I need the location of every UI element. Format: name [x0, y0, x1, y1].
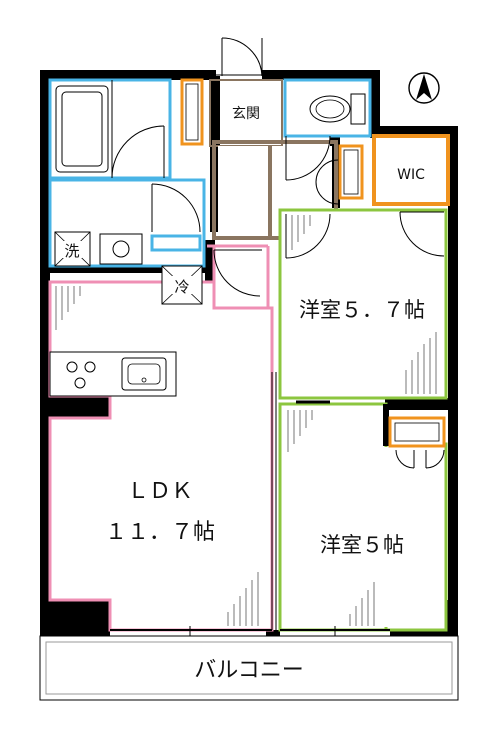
- window-hatch-b: [287, 410, 375, 626]
- toilet: [283, 78, 372, 181]
- balcony: バルコニー: [39, 635, 459, 701]
- front-door: [216, 37, 263, 77]
- ldk-size-label: １１．７帖: [105, 520, 215, 545]
- balcony-label: バルコニー: [194, 658, 304, 683]
- washroom: 洗: [48, 178, 206, 268]
- window-hatch-c: [55, 286, 259, 626]
- hall-storage: [315, 144, 364, 205]
- bedroom-5: 洋室５帖: [278, 400, 448, 632]
- shoe-storage: [180, 78, 204, 146]
- wic-label: WIC: [397, 167, 425, 183]
- bathroom: [48, 78, 172, 180]
- walk-in-closet: WIC: [372, 134, 450, 206]
- bedroom-5-7-label: 洋室５．７帖: [299, 298, 425, 322]
- ldk-label: ＬＤＫ: [127, 479, 193, 504]
- ldk: 冷 ＬＤＫ １１．７帖: [48, 244, 277, 632]
- refrigerator-label: 冷: [174, 278, 189, 296]
- window-hatch: [291, 215, 437, 394]
- washing-machine-label: 洗: [64, 242, 79, 260]
- bedroom-5-7: 洋室５．７帖: [278, 208, 448, 400]
- north-arrow-icon: [408, 72, 440, 104]
- entrance-label: 玄関: [232, 105, 260, 122]
- bedroom-5-label: 洋室５帖: [320, 533, 404, 557]
